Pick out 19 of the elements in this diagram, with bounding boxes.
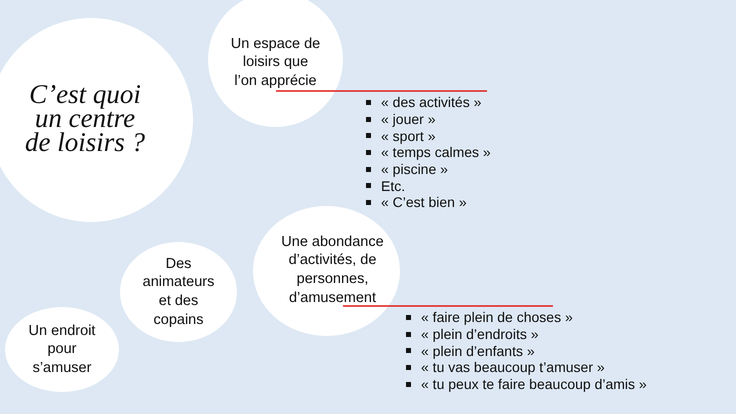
list-item-text: « jouer » <box>381 111 436 128</box>
list-item-text: « plein d’enfants » <box>421 342 535 359</box>
connector-line <box>343 305 553 307</box>
list-item-text: « tu peux te faire beaucoup d’amis » <box>421 376 647 392</box>
list-item-text: Etc. <box>381 178 406 194</box>
list-item-text: « piscine » <box>381 161 448 178</box>
list-item-text: « temps calmes » <box>381 144 491 160</box>
idea-text: Des animateurs et des copains <box>142 254 216 330</box>
question-text: C’est quoi un centre de loisirs ? <box>24 82 146 154</box>
idea-text: Un endroit pour s’amuser <box>28 322 96 378</box>
idea-text: Une abondance d’activités, de personnes, d’amusement <box>280 232 385 308</box>
list-item-text: « faire plein de choses » <box>421 309 573 326</box>
list-item-text: « tu vas beaucoup t’amuser » <box>421 359 605 376</box>
connector-line <box>276 90 487 92</box>
idea-text: Un espace de loisirs que l’on apprécie <box>230 34 321 90</box>
list-item-text: « sport » <box>381 128 436 144</box>
list-item-text: « des activités » <box>381 94 482 110</box>
list-item-text: « C’est bien » <box>381 194 467 210</box>
list-item-text: « plein d’endroits » <box>421 326 539 342</box>
